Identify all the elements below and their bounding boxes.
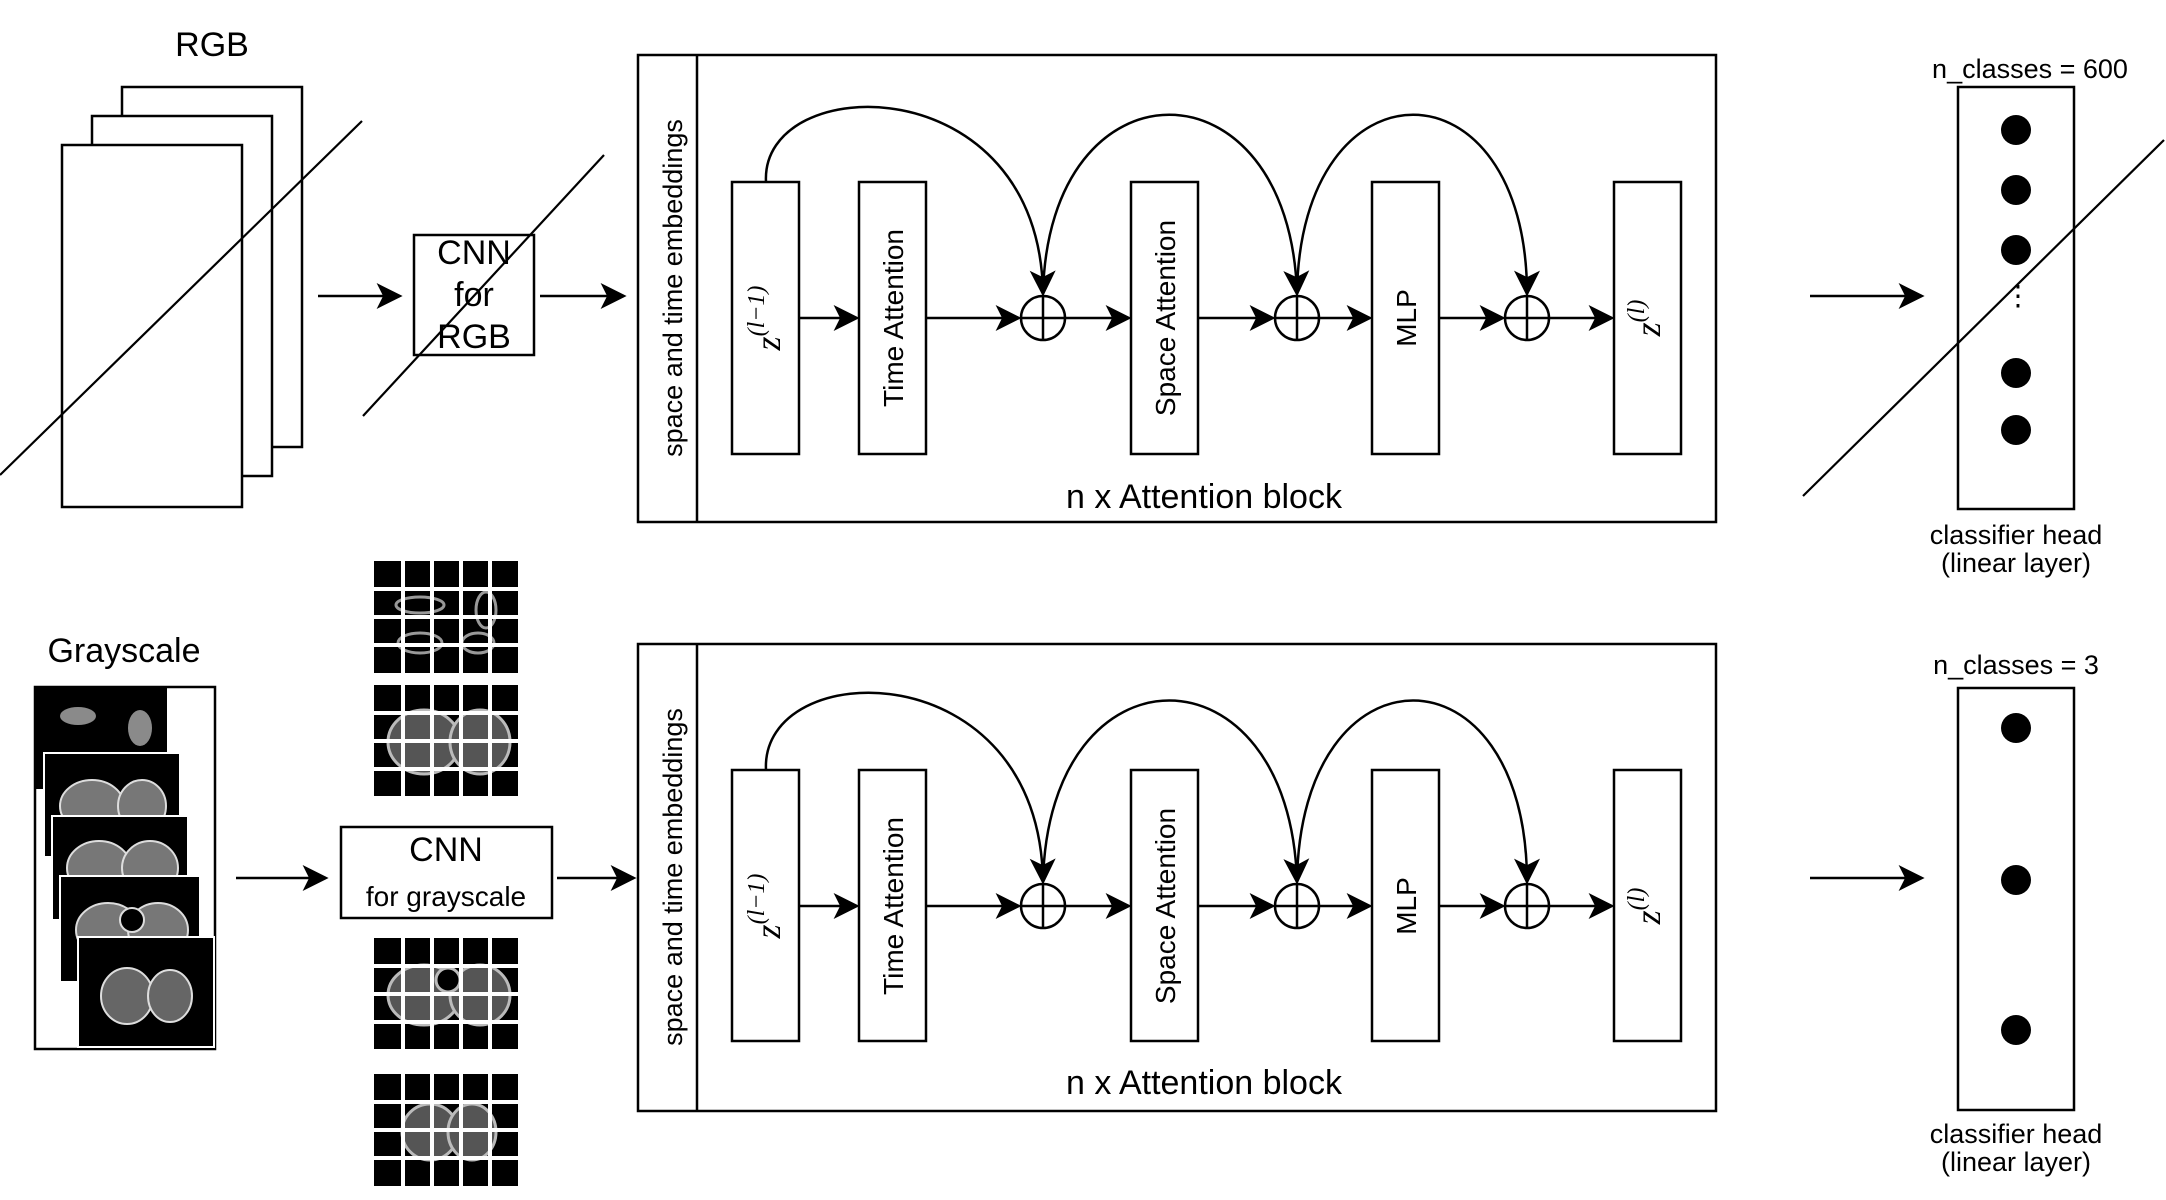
z-out-box-bottom [1612,768,1683,1043]
classifier-head-bottom: n_classes = 3 classifier head (linear la… [1930,650,2103,1177]
space-attention-box-top [1129,180,1200,456]
attention-block-caption-top: n x Attention block [1066,478,1343,516]
grayscale-ct-stack [33,685,217,1051]
output-neuron [2001,713,2031,743]
n-classes-label-bottom: n_classes = 3 [1933,650,2099,680]
classifier-head-label-bottom: classifier head [1930,1119,2103,1149]
output-neuron [2001,175,2031,205]
add-node-3-bottom [1503,882,1551,930]
space-attention-label-bottom: Space Attention [1150,808,1181,1004]
grayscale-label: Grayscale [47,632,200,670]
z-in-label-bottom: z(l−1) [744,874,788,940]
cnn-rgb-line3: RGB [437,318,511,356]
rgb-frames-stack [0,85,363,509]
embeddings-label-top: space and time embeddings [658,119,688,457]
add-node-3-top [1503,294,1551,342]
rgb-strike-line [0,120,363,476]
cnn-grayscale-box: CNN for grayscale [339,825,554,920]
skip-arc-3-bottom [1295,699,1540,885]
output-neuron [2001,1015,2031,1045]
attention-block-top: space and time embeddings z(l−1) Time At… [636,53,1718,524]
cnn-rgb-box: CNN for RGB [362,154,605,417]
mlp-label-top: MLP [1391,289,1422,347]
attention-block-bottom: space and time embeddings z(l−1) Time At… [636,642,1718,1113]
attention-block-caption-bottom: n x Attention block [1066,1064,1343,1102]
embeddings-label-bottom: space and time embeddings [658,708,688,1046]
space-attention-box-bottom [1129,768,1200,1043]
add-node-1-bottom [1019,882,1067,930]
skip-arc-1-bottom [764,691,1056,885]
add-node-2-bottom [1273,882,1321,930]
time-attention-box-bottom [857,768,928,1043]
add-node-1-top [1019,294,1067,342]
skip-arc-3-top [1295,113,1540,297]
rgb-label: RGB [175,26,249,64]
output-neuron [2001,358,2031,388]
cnn-rgb-line1: CNN [437,234,511,272]
patch-grid-column [370,555,522,1190]
output-neuron [2001,865,2031,895]
skip-arc-2-bottom [1041,699,1310,885]
ct-slice [77,936,215,1048]
skip-arc-2-top [1041,113,1310,297]
output-neuron [2001,415,2031,445]
classifier-head-sublabel-bottom: (linear layer) [1941,1147,2091,1177]
classifier-head-label-top: classifier head [1930,520,2103,550]
z-out-label-bottom: z(l) [1624,888,1668,926]
mlp-box-top [1370,180,1441,456]
z-in-box-top [730,180,801,456]
classifier-head-strike-line [1802,139,2165,497]
classifier-head-box-bottom [1956,686,2076,1112]
add-node-2-top [1273,294,1321,342]
mlp-box-bottom [1370,768,1441,1043]
skip-arc-1-top [764,105,1056,297]
cnn-rgb-strike-line [362,154,605,417]
z-out-box-top [1612,180,1683,456]
cnn-grayscale-line1: CNN [409,831,483,869]
output-neuron [2001,115,2031,145]
cnn-grayscale-line2: for grayscale [366,881,526,912]
z-in-label-top: z(l−1) [744,286,788,352]
n-classes-label-top: n_classes = 600 [1932,54,2128,84]
mlp-label-bottom: MLP [1391,877,1422,935]
classifier-head-sublabel-top: (linear layer) [1941,548,2091,578]
output-neuron [2001,235,2031,265]
classifier-head-top: n_classes = 600 ⋮ classifier head (linea… [1802,54,2165,578]
space-attention-label-top: Space Attention [1150,220,1181,416]
time-attention-label-top: Time Attention [878,229,909,407]
time-attention-label-bottom: Time Attention [878,817,909,995]
z-out-label-top: z(l) [1624,300,1668,338]
